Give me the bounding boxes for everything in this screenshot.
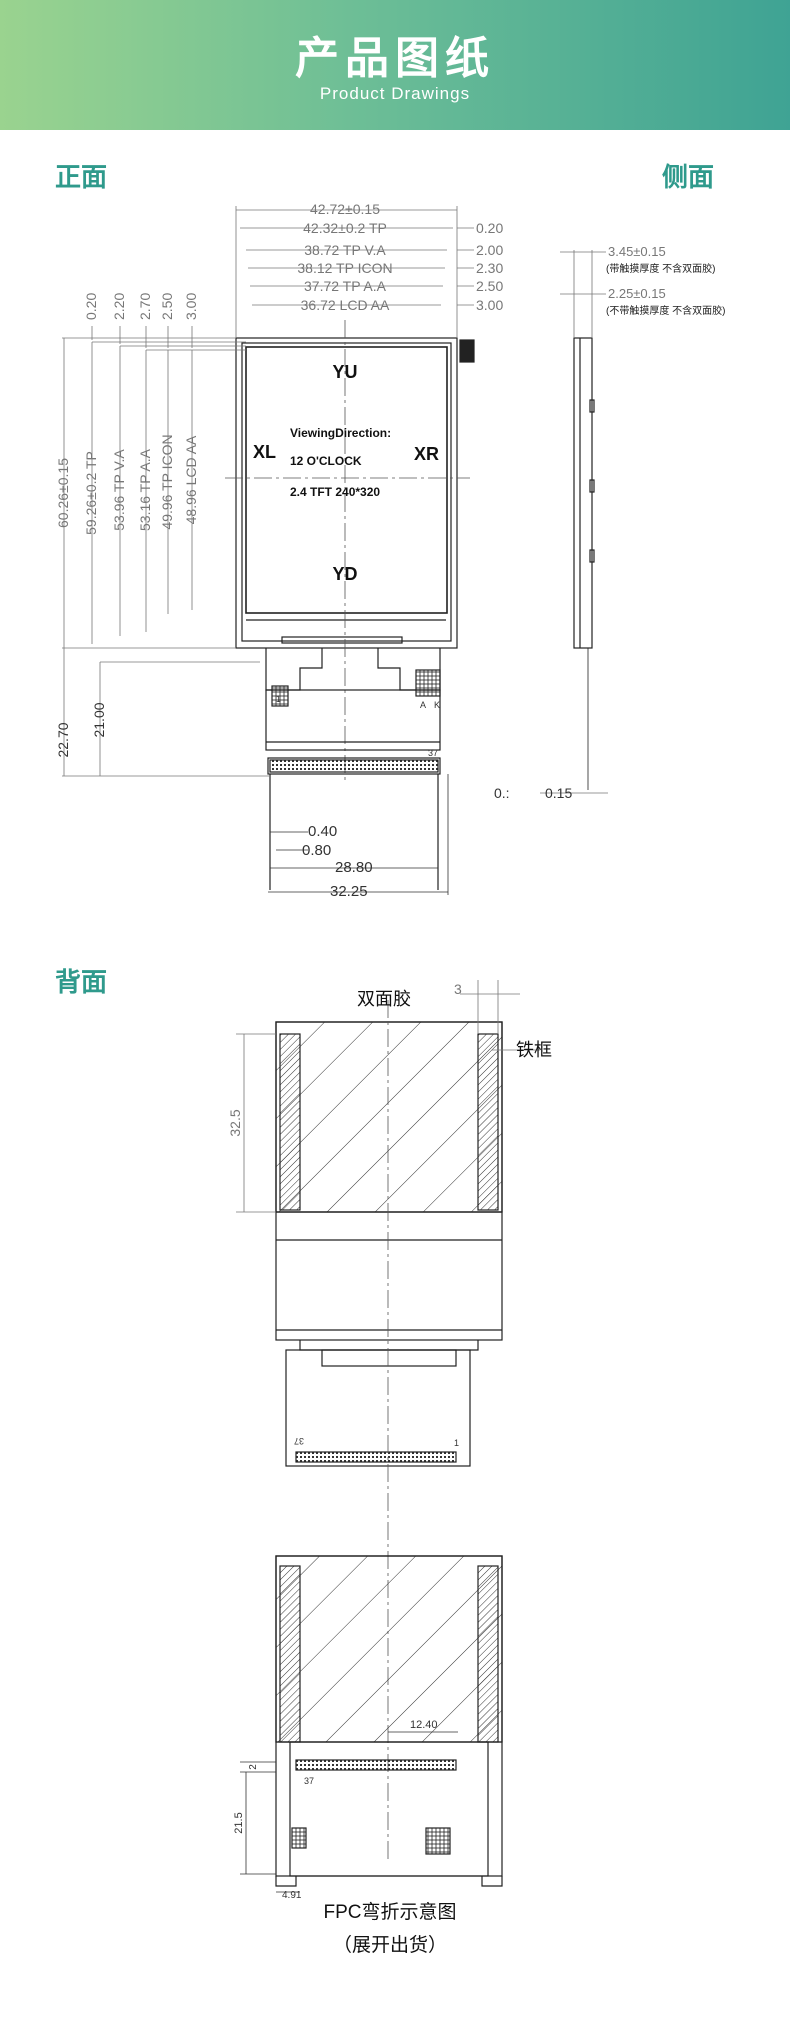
- bent-dim-2: 2: [248, 1764, 259, 1770]
- header-banner: 产品图纸 Product Drawings: [0, 0, 790, 130]
- double-tape-label: 双面胶: [357, 989, 411, 1009]
- section-label-front: 正面: [55, 163, 108, 193]
- bent-dim-21-5: 21.5: [233, 1812, 245, 1833]
- fpc-pin-k: K: [434, 700, 440, 710]
- side-bottom-labels: 0.: 0.15: [494, 785, 572, 801]
- clock-label: 12 O'CLOCK: [290, 454, 362, 468]
- bent-caption-2: （展开出货）: [333, 1934, 447, 1956]
- bent-caption-1: FPC弯折示意图: [323, 1901, 456, 1923]
- side-dim-bottom: 0.15: [545, 785, 572, 801]
- front-top-dim-labels: 42.72±0.15 42.32±0.2 TP 38.72 TP V.A 38.…: [297, 201, 503, 313]
- back-dimensions: [236, 980, 540, 1213]
- front-fpc-labels: 1 37 A K: [276, 694, 440, 758]
- dim-left-2: 53.96 TP V.A: [111, 449, 127, 531]
- front-top-dimensions: [235, 206, 474, 338]
- back-pin-1: 1: [454, 1438, 459, 1448]
- bent-labels: 12.40 2 21.5 4.91 37 FPC弯折示意图 （展开出货）: [233, 1719, 457, 1956]
- section-label-back: 背面: [55, 968, 108, 998]
- dim-left-tol-0: 0.20: [83, 293, 99, 320]
- back-view: [275, 1000, 503, 1860]
- fpc-pin-first: 1: [276, 694, 281, 704]
- dim-32-25: 32.25: [330, 883, 368, 900]
- dim-top-tol-4: 2.50: [476, 278, 503, 294]
- dim-top-tol-5: 3.00: [476, 297, 503, 313]
- side-note-2: (不带触摸厚度 不含双面胶): [606, 304, 725, 317]
- front-view: [225, 320, 475, 890]
- dim-21-00: 21.00: [91, 702, 107, 737]
- front-bottom-dim-labels: 0.40 0.80 28.80 32.25: [302, 823, 373, 900]
- side-dimensions: [540, 250, 608, 794]
- screen-label-xl: XL: [253, 442, 276, 462]
- dim-22-70: 22.70: [55, 722, 71, 757]
- side-dim-bottom-left: 0.:: [494, 785, 510, 801]
- dim-left-0: 60.26±0.15: [55, 458, 71, 528]
- dim-top-5: 36.72 LCD AA: [301, 297, 390, 313]
- dim-0-80: 0.80: [302, 842, 331, 859]
- bent-dimensions: [240, 1731, 458, 1893]
- tft-label: 2.4 TFT 240*320: [290, 485, 380, 499]
- front-bottom-dimensions: [268, 774, 449, 895]
- side-dim-labels: 3.45±0.15 2.25±0.15: [608, 244, 666, 301]
- viewing-direction-label: ViewingDirection:: [290, 426, 391, 440]
- screen-label-yu: YU: [332, 362, 357, 382]
- dim-top-0: 42.72±0.15: [310, 201, 380, 217]
- fpc-pin-last: 37: [428, 748, 438, 758]
- bent-fpc-view: [275, 1555, 503, 1887]
- dim-top-1: 42.32±0.2 TP: [303, 220, 387, 236]
- bent-dim-12-40: 12.40: [410, 1719, 438, 1731]
- dim-top-tol-0: 0.20: [476, 220, 503, 236]
- dim-left-tol-1: 2.20: [111, 293, 127, 320]
- dim-top-2: 38.72 TP V.A: [304, 242, 386, 258]
- page-subtitle: Product Drawings: [319, 84, 471, 103]
- dim-left-3: 53.16 TP A.A: [137, 448, 153, 531]
- fpc-pin-a: A: [420, 700, 426, 710]
- dim-top-tol-3: 2.30: [476, 260, 503, 276]
- dim-28-80: 28.80: [335, 859, 373, 876]
- screen-labels: YU YD XL XR ViewingDirection: 12 O'CLOCK…: [253, 362, 439, 584]
- section-label-side: 侧面: [662, 163, 715, 193]
- back-labels: 双面胶 铁框 3 32.5 37 1: [227, 981, 552, 1448]
- dim-top-3: 38.12 TP ICON: [297, 260, 392, 276]
- back-dim-32-5: 32.5: [227, 1109, 243, 1136]
- bent-pin-37: 37: [304, 1776, 314, 1786]
- back-dim-3: 3: [454, 981, 462, 997]
- dim-left-5: 48.96 LCD AA: [183, 435, 199, 524]
- dim-left-tol-4: 3.00: [183, 293, 199, 320]
- dim-0-40: 0.40: [308, 823, 337, 840]
- bent-dim-4-91: 4.91: [282, 1890, 302, 1901]
- side-dim-1: 3.45±0.15: [608, 244, 666, 259]
- dim-left-tol-2: 2.70: [137, 293, 153, 320]
- page-title: 产品图纸: [295, 33, 495, 84]
- side-view: [573, 337, 595, 790]
- side-dim-2: 2.25±0.15: [608, 286, 666, 301]
- dim-left-tol-3: 2.50: [159, 293, 175, 320]
- side-note-1: (带触摸厚度 不含双面胶): [606, 262, 715, 275]
- screen-label-yd: YD: [332, 564, 357, 584]
- dim-left-1: 59.26±0.2 TP: [83, 451, 99, 535]
- dim-top-4: 37.72 TP A.A: [304, 278, 387, 294]
- dim-left-4: 49.96 TP ICON: [159, 434, 175, 529]
- front-left-dimensions: [62, 326, 270, 777]
- iron-frame-label: 铁框: [516, 1040, 552, 1060]
- side-notes: (带触摸厚度 不含双面胶) (不带触摸厚度 不含双面胶): [606, 262, 725, 317]
- dim-top-tol-2: 2.00: [476, 242, 503, 258]
- screen-label-xr: XR: [414, 444, 439, 464]
- back-pin-37: 37: [294, 1436, 304, 1446]
- front-left-dim-labels: 60.26±0.15 59.26±0.2 TP 53.96 TP V.A 53.…: [55, 293, 199, 758]
